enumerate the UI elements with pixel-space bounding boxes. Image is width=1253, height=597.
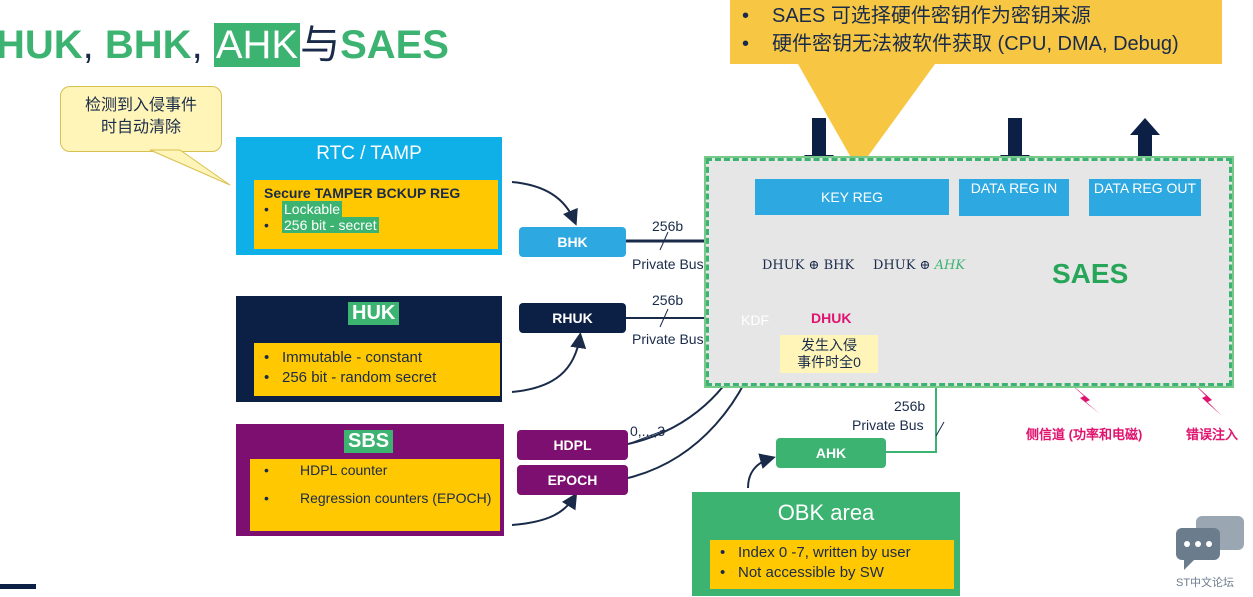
epoch-pill: EPOCH <box>517 465 628 495</box>
xor-ahk-suffix: AHK <box>934 258 966 273</box>
callout-line: 检测到入侵事件 <box>84 97 197 114</box>
saes-label: SAES <box>1052 258 1129 289</box>
hdpl-range-label: 0,...,3 <box>630 423 666 439</box>
watermark-text: ST中文论坛 <box>1176 577 1235 589</box>
callout-line: 时自动清除 <box>100 119 181 136</box>
huk-block: HUK Immutable - constant 256 bit - rando… <box>236 296 502 402</box>
callout-pointer <box>798 64 935 170</box>
sbs-item: Regression counters (EPOCH) <box>300 490 492 506</box>
bus-size-label: 256b <box>652 292 684 308</box>
bus-label: Private Bus <box>852 417 924 433</box>
obk-title: OBK area <box>777 500 875 525</box>
side-channel-label: 侧信道 (功率和电磁) <box>1026 427 1143 442</box>
register-item: Lockable <box>282 201 343 217</box>
title-huk: HUK <box>0 23 83 67</box>
ahk-pill: AHK <box>776 438 886 468</box>
huk-item: Immutable - constant <box>264 348 500 368</box>
xor-ahk-label: DHUK ⊕ AHK <box>873 258 965 273</box>
bus-size-label: 256b <box>894 398 926 414</box>
chat-bubble-icon <box>1176 516 1244 570</box>
huk-properties: Immutable - constant 256 bit - random se… <box>254 343 500 396</box>
bus-label: Private Bus <box>632 256 704 272</box>
huk-item: 256 bit - random secret <box>264 368 500 388</box>
title-sep: , <box>82 23 105 67</box>
xor-ahk-prefix: DHUK ⊕ <box>873 258 935 273</box>
hdpl-pill: HDPL <box>517 430 628 460</box>
bus-size-label: 256b <box>652 218 684 234</box>
tamper-callout: 检测到入侵事件 时自动清除 <box>60 86 222 152</box>
callout-item: SAES 可选择硬件密钥作为密钥来源 <box>742 2 1212 30</box>
sbs-title: SBS <box>344 430 394 453</box>
callout-pointer <box>149 149 231 186</box>
title-saes: SAES <box>340 23 449 67</box>
sbs-item-box: •Regression counters (EPOCH) <box>250 486 500 531</box>
clear-note-line: 发生入侵 <box>801 337 857 353</box>
huk-title: HUK <box>348 302 400 325</box>
data-register-in: DATA REG IN <box>959 179 1069 216</box>
title-joiner: 与 <box>300 23 341 67</box>
obk-item: Index 0 -7, written by user <box>720 543 954 563</box>
title-sep: , <box>191 23 214 67</box>
lightning-icon <box>1190 380 1222 416</box>
fault-injection-label: 错误注入 <box>1186 427 1239 442</box>
callout-item: 硬件密钥无法被软件获取 (CPU, DMA, Debug) <box>742 30 1212 58</box>
bus-label: Private Bus <box>632 331 704 347</box>
top-callout: SAES 可选择硬件密钥作为密钥来源 硬件密钥无法被软件获取 (CPU, DMA… <box>730 0 1222 64</box>
xor-bhk-label: DHUK ⊕ BHK <box>762 258 855 273</box>
clear-note-line: 事件时全0 <box>797 354 861 370</box>
clear-note: 发生入侵 事件时全0 <box>780 335 878 373</box>
title-bhk: BHK <box>104 23 192 67</box>
sbs-item-box: •HDPL counter <box>250 459 500 486</box>
forum-watermark: ST中文论坛 <box>1174 512 1246 592</box>
obk-item: Not accessible by SW <box>720 563 954 583</box>
key-register: KEY REG <box>755 179 949 215</box>
rtc-tamp-block: RTC / TAMP Secure TAMPER BCKUP REG Locka… <box>236 137 502 255</box>
page-title: HUK, BHK, AHK与SAES <box>0 22 449 68</box>
register-title: Secure TAMPER BCKUP REG <box>264 185 461 201</box>
sbs-block: SBS •HDPL counter •Regression counters (… <box>236 424 504 536</box>
title-ahk: AHK <box>213 23 301 67</box>
lightning-icon <box>1066 380 1100 414</box>
bhk-pill: BHK <box>519 227 626 257</box>
rtc-title: RTC / TAMP <box>316 143 422 164</box>
register-item: 256 bit - secret <box>282 217 379 233</box>
dhuk-label: DHUK <box>811 310 852 326</box>
data-register-out: DATA REG OUT <box>1089 179 1201 216</box>
rhuk-pill: RHUK <box>519 303 626 333</box>
tamper-register: Secure TAMPER BCKUP REG Lockable 256 bit… <box>254 180 498 249</box>
obk-properties: Index 0 -7, written by user Not accessib… <box>710 540 954 589</box>
kdf-label: KDF <box>741 312 769 328</box>
sbs-item: HDPL counter <box>300 462 388 478</box>
obk-area: OBK area Index 0 -7, written by user Not… <box>692 492 960 596</box>
